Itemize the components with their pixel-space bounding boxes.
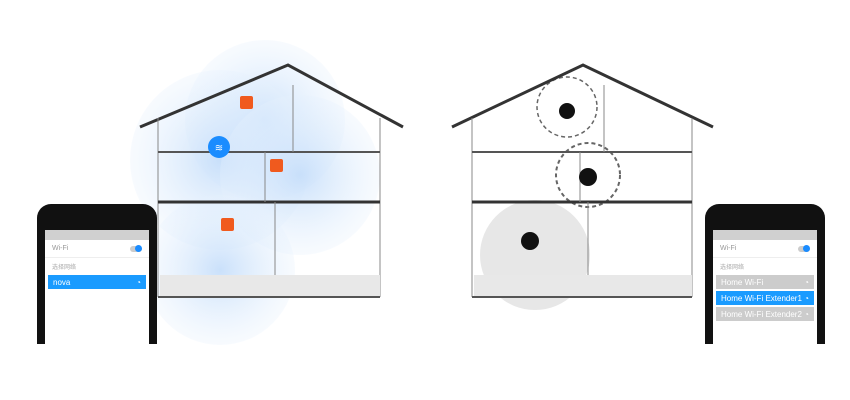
section-label: 选择网络 [52, 265, 77, 271]
wifi-icon: ◔ [136, 277, 141, 287]
svg-text:≋: ≋ [215, 143, 223, 154]
section-label: 选择网络 [720, 265, 745, 271]
network-item-extender2[interactable]: Home Wi-Fi Extender2 ◔ [716, 307, 814, 321]
network-name: nova [53, 277, 71, 287]
network-name: Home Wi-Fi Extender1 [721, 293, 802, 303]
network-name: Home Wi-Fi [721, 277, 764, 287]
wifi-icon: ◔ [804, 309, 809, 319]
left-house [139, 63, 404, 298]
router-icon [221, 96, 283, 231]
wifi-settings-screen: Wi-Fi 选择网络 Home Wi-Fi ◔ Home Wi-Fi Exten… [713, 230, 817, 344]
status-bar [45, 230, 149, 240]
right-house [451, 63, 714, 298]
wifi-toggle[interactable] [798, 245, 810, 252]
status-bar [713, 230, 817, 240]
network-item-home-wifi[interactable]: Home Wi-Fi ◔ [716, 275, 814, 289]
network-item-extender1[interactable]: Home Wi-Fi Extender1 ◔ [716, 291, 814, 305]
right-phone: Wi-Fi 选择网络 Home Wi-Fi ◔ Home Wi-Fi Exten… [705, 204, 825, 344]
wifi-toggle-row: Wi-Fi [45, 240, 149, 258]
wifi-icon: ◔ [804, 277, 809, 287]
network-item-nova[interactable]: nova ◔ [48, 275, 146, 289]
extender-icon [521, 103, 597, 250]
wifi-label: Wi-Fi [720, 245, 737, 252]
wifi-icon: ≋ [208, 136, 230, 158]
wifi-toggle[interactable] [130, 245, 142, 252]
wifi-label: Wi-Fi [52, 245, 69, 252]
left-phone: Wi-Fi 选择网络 nova ◔ [37, 204, 157, 344]
wifi-icon: ◔ [804, 293, 809, 303]
mesh-coverage [130, 40, 380, 345]
wifi-toggle-row: Wi-Fi [713, 240, 817, 258]
wifi-settings-screen: Wi-Fi 选择网络 nova ◔ [45, 230, 149, 344]
network-name: Home Wi-Fi Extender2 [721, 309, 802, 319]
